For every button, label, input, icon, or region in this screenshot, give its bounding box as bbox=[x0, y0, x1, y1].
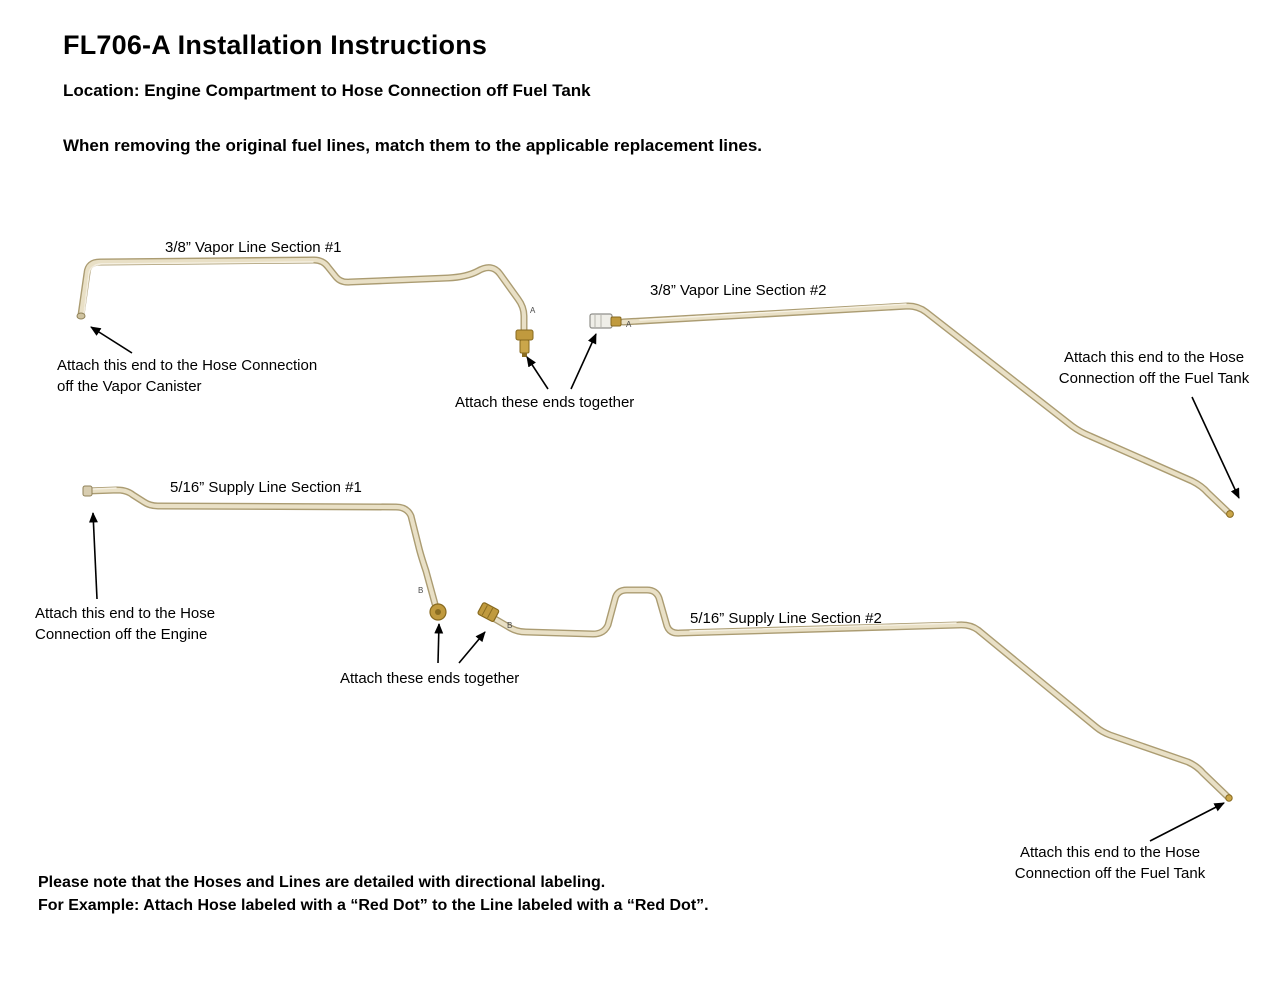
removal-instruction: When removing the original fuel lines, m… bbox=[63, 136, 763, 155]
direction-mark-supply2: B bbox=[507, 621, 513, 630]
direction-mark-supply1: B bbox=[418, 586, 424, 595]
attach-ends-bottom-annotation: Attach these ends together bbox=[340, 670, 520, 687]
direction-mark-vapor1: A bbox=[530, 306, 536, 315]
vapor1-brass-fitting bbox=[515, 329, 534, 357]
attach-ends-top-annotation: Attach these ends together bbox=[455, 394, 635, 411]
supply2-brass-fitting bbox=[477, 602, 500, 622]
vapor-canister-annotation: Attach this end to the Hose Connection o… bbox=[57, 357, 318, 395]
vapor1-canister-end bbox=[76, 312, 86, 320]
arrow-to-vapor1-fitting bbox=[526, 356, 549, 390]
vapor-line-2-label: 3/8” Vapor Line Section #2 bbox=[650, 282, 827, 299]
engine-annotation: Attach this end to the Hose Connection o… bbox=[35, 605, 216, 643]
supply-line-section-1 bbox=[82, 485, 447, 621]
fuel-tank-top-annotation: Attach this end to the Hose Connection o… bbox=[1058, 349, 1250, 387]
supply-line-section-2 bbox=[477, 586, 1233, 802]
arrow-to-vapor2-tank-end bbox=[1191, 396, 1240, 499]
vapor2-hose-fitting bbox=[589, 313, 622, 329]
arrow-to-supply1-engine-end bbox=[88, 512, 98, 600]
supply-line-1-label: 5/16” Supply Line Section #1 bbox=[170, 479, 362, 496]
arrow-to-supply1-fitting bbox=[434, 623, 444, 664]
footer-notes: Please note that the Hoses and Lines are… bbox=[38, 871, 709, 917]
arrow-to-vapor-canister-end bbox=[90, 326, 133, 354]
arrow-to-supply2-fitting bbox=[458, 631, 486, 664]
supply2-tank-end bbox=[1225, 794, 1233, 802]
vapor2-tank-end bbox=[1226, 510, 1234, 518]
vapor-line-section-2 bbox=[589, 302, 1234, 518]
vapor-line-section-1 bbox=[76, 256, 534, 357]
supply1-engine-end bbox=[82, 485, 93, 497]
footer-note-line-1: Please note that the Hoses and Lines are… bbox=[38, 874, 606, 891]
footer-note-line-2: For Example: Attach Hose labeled with a … bbox=[38, 897, 709, 914]
location-subtitle: Location: Engine Compartment to Hose Con… bbox=[63, 81, 591, 100]
arrow-to-supply2-tank-end bbox=[1149, 802, 1225, 842]
annotation-arrows bbox=[88, 326, 1240, 842]
supply1-brass-fitting bbox=[429, 603, 447, 621]
vapor-line-1-label: 3/8” Vapor Line Section #1 bbox=[165, 239, 342, 256]
page-title: FL706-A Installation Instructions bbox=[63, 30, 488, 60]
supply-line-2-label: 5/16” Supply Line Section #2 bbox=[690, 610, 882, 627]
fuel-tank-bottom-annotation: Attach this end to the Hose Connection o… bbox=[1014, 844, 1206, 882]
direction-mark-vapor2: A bbox=[626, 320, 632, 329]
arrow-to-vapor2-fitting bbox=[570, 333, 597, 390]
